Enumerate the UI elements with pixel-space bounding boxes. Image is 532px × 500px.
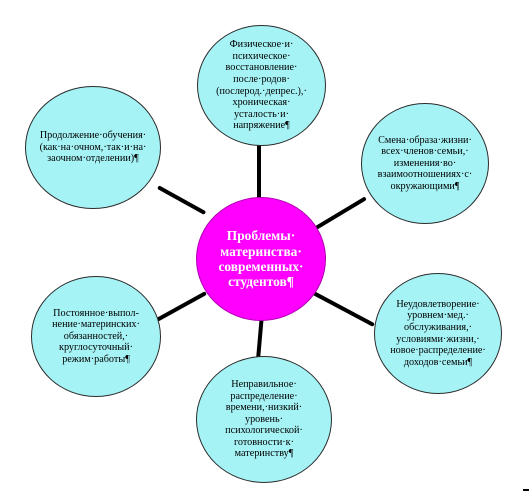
center-node-text: Проблемы· материнства· современных· студ… — [218, 228, 304, 290]
connector-upper-right — [314, 196, 367, 230]
node-maternal-duties-text: Постоянное·выпол- нение·материнских· обя… — [52, 307, 140, 365]
node-maternal-duties: Постоянное·выпол- нение·материнских· обя… — [31, 276, 161, 397]
node-dissatisfaction-text: Неудовлетворение· уровнем·мед.· обслужив… — [390, 298, 486, 368]
node-lifestyle-change: Смена·образа·жизни· всех·членов·семьи,· … — [361, 103, 489, 224]
node-physical-recovery: Физическое·и· психическое· восстановлени… — [197, 25, 326, 146]
node-continued-education: Продолжение·обучения· (как·на·очном,·так… — [25, 86, 161, 209]
node-continued-education-text: Продолжение·обучения· (как·на·очном,·так… — [39, 130, 147, 165]
connector-lower-left — [156, 291, 207, 322]
center-node: Проблемы· материнства· современных· студ… — [196, 197, 326, 321]
connector-upper-left — [157, 185, 207, 215]
node-dissatisfaction: Неудовлетворение· уровнем·мед.· обслужив… — [374, 273, 502, 394]
connector-lower-right — [305, 287, 375, 327]
node-time-distribution-text: Неправильное· распределение· времени,·ни… — [225, 378, 303, 460]
node-physical-recovery-text: Физическое·и· психическое· восстановлени… — [216, 39, 307, 132]
corner-mark — [523, 489, 529, 491]
node-lifestyle-change-text: Смена·образа·жизни· всех·членов·семьи,· … — [377, 134, 473, 192]
node-time-distribution: Неправильное· распределение· времени,·ни… — [196, 356, 332, 483]
